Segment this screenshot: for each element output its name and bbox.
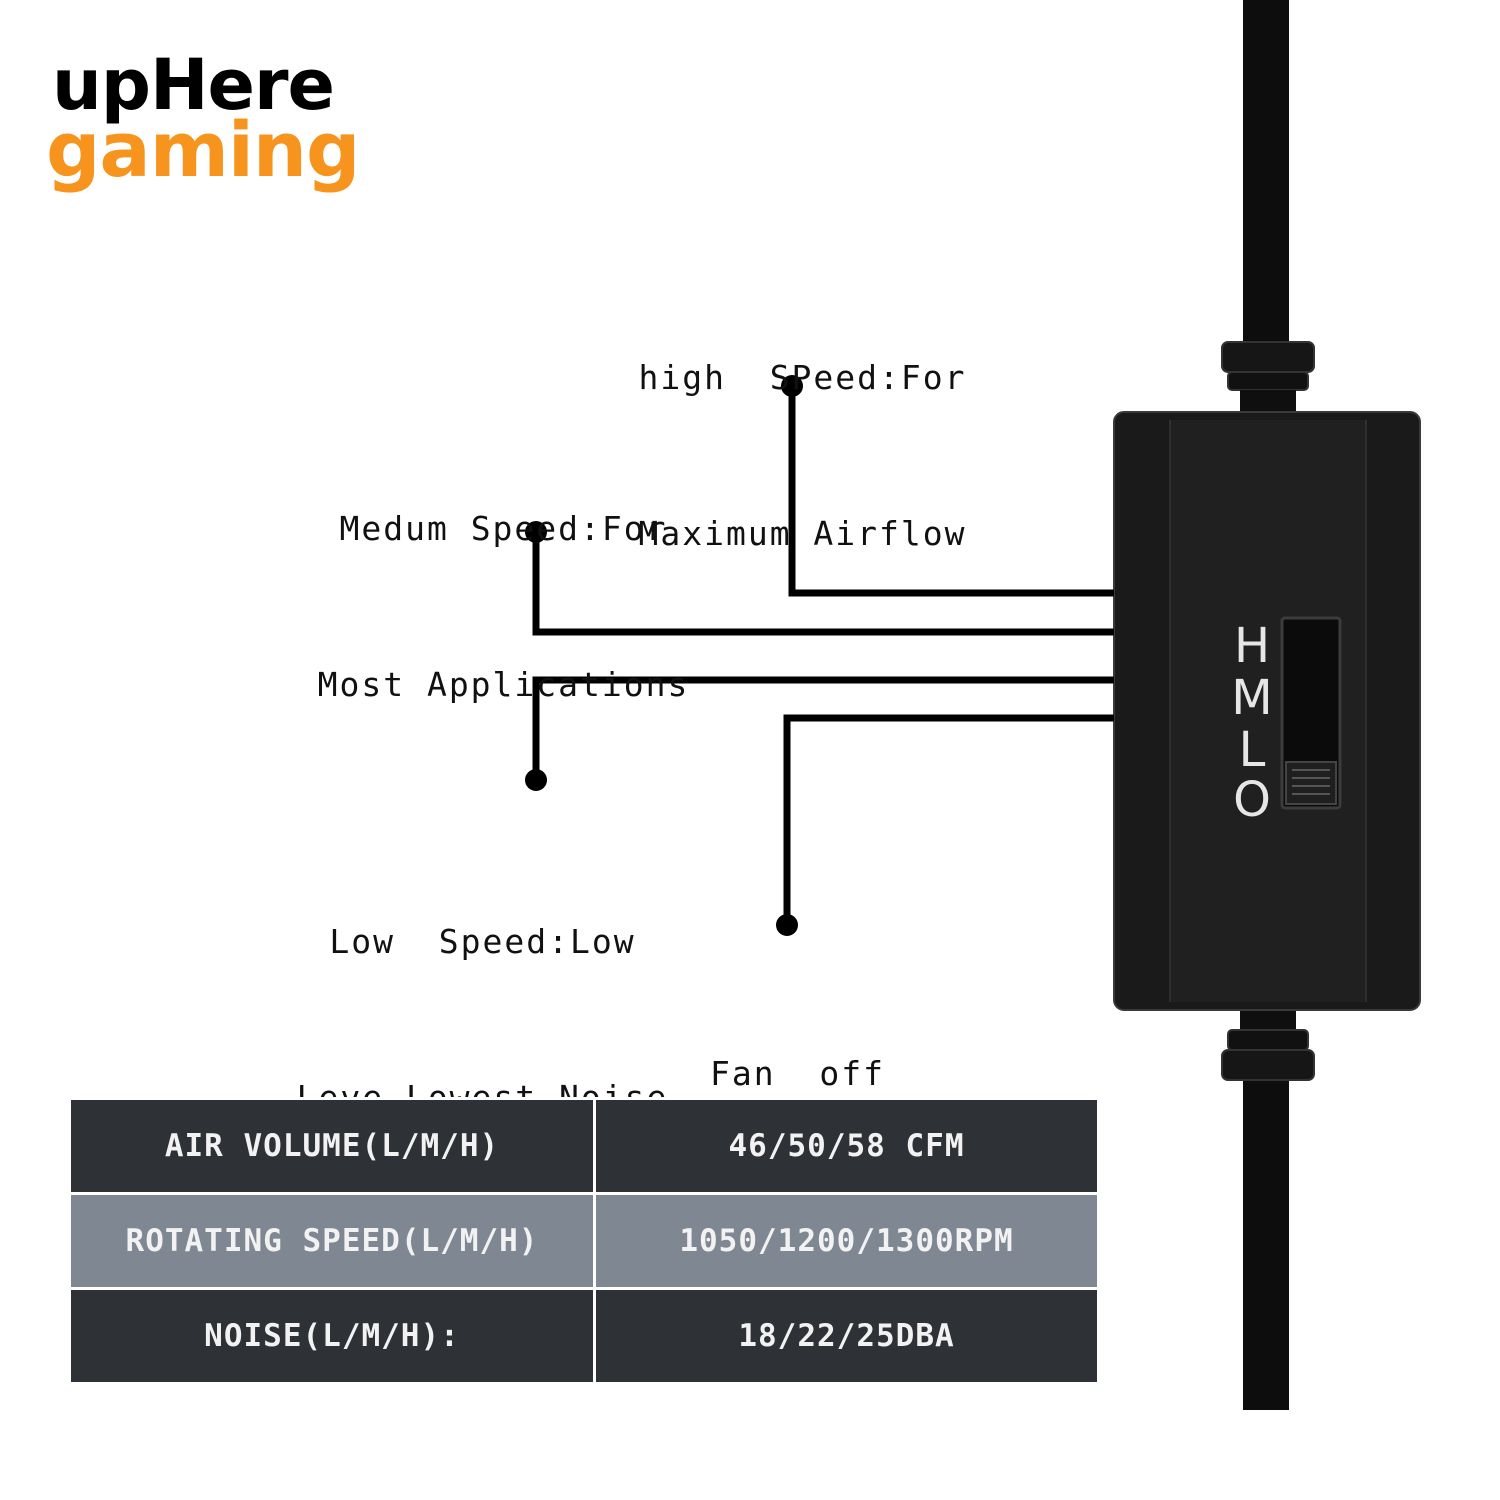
spec-value-rotating-speed: 1050/1200/1300RPM <box>593 1192 1100 1290</box>
leader-dot-high <box>781 375 803 397</box>
spec-label-air-volume: AIR VOLUME(L/M/H) <box>68 1097 596 1195</box>
slider-knob[interactable] <box>1285 761 1337 805</box>
callout-high-line1: high SPeed:For <box>638 358 967 397</box>
callout-fan-off: Fan off <box>690 944 905 1152</box>
switch-label-l: L <box>1239 722 1266 778</box>
strain-relief-bottom <box>1221 1008 1315 1081</box>
spec-value-noise: 18/22/25DBA <box>593 1287 1100 1385</box>
callout-medium-line2: Most Applications <box>317 665 690 704</box>
spec-value-air-volume: 46/50/58 CFM <box>593 1097 1100 1195</box>
callout-high-line2: Maximum Airflow <box>638 514 967 553</box>
switch-label-m: M <box>1231 670 1272 726</box>
leader-dot-low <box>525 769 547 791</box>
logo-text-top: upHere <box>52 44 335 126</box>
brand-logo: upHere gaming <box>46 44 360 194</box>
leader-dot-medium <box>525 521 547 543</box>
cable-top <box>1243 0 1289 345</box>
switch-label-o: O <box>1233 772 1271 828</box>
slider-track <box>1280 616 1342 810</box>
table-row: AIR VOLUME(L/M/H) 46/50/58 CFM <box>68 1097 1100 1195</box>
leader-line-off <box>783 714 1114 925</box>
cable-bottom <box>1243 1075 1289 1410</box>
callout-high-speed: high SPeed:For Maximum Airflow <box>600 248 1005 612</box>
callout-medium-line1: Medum Speed:For <box>339 509 668 548</box>
spec-table: AIR VOLUME(L/M/H) 46/50/58 CFM ROTATING … <box>68 1097 1100 1385</box>
leader-line-low <box>532 676 1114 780</box>
spec-label-rotating-speed: ROTATING SPEED(L/M/H) <box>68 1192 596 1290</box>
switch-label-h: H <box>1234 618 1270 674</box>
table-row: ROTATING SPEED(L/M/H) 1050/1200/1300RPM <box>68 1192 1100 1290</box>
leader-line-high <box>788 386 1114 597</box>
callout-medium-speed: Medum Speed:For Most Applications <box>296 399 711 763</box>
spec-label-noise: NOISE(L/M/H): <box>68 1287 596 1385</box>
logo-text-bottom: gaming <box>46 105 360 194</box>
leader-dot-off <box>776 914 798 936</box>
strain-relief-top <box>1221 341 1315 414</box>
callout-off-line1: Fan off <box>710 1054 885 1093</box>
leader-line-medium <box>532 532 1114 636</box>
table-row: NOISE(L/M/H): 18/22/25DBA <box>68 1287 1100 1385</box>
callout-low-line1: Low Speed:Low <box>329 922 636 961</box>
